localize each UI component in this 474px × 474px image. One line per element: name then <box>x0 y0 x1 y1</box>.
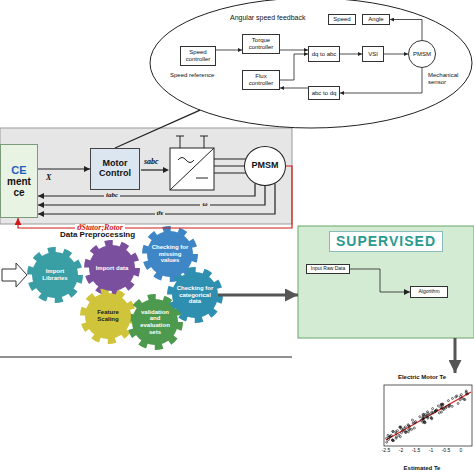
node-label: SUPERVISED <box>329 231 443 252</box>
node-label: Torque controller <box>243 37 279 50</box>
node-label: abc to dq <box>312 90 337 97</box>
motor-circle: PMSM <box>244 146 286 186</box>
motor-circle: PMSM <box>408 40 436 68</box>
panel-ground <box>298 226 474 338</box>
axis-tick: -1 <box>429 448 433 454</box>
connector <box>280 54 308 80</box>
node-label: Algorithm <box>418 289 439 295</box>
callout-ellipse-outline <box>150 0 472 128</box>
inverter-symbol <box>170 136 214 190</box>
result-plot: Electric Motor Te Estimated Te <box>372 373 472 473</box>
connector <box>350 269 410 292</box>
connector <box>115 110 200 148</box>
axis-tick: -0.5 <box>442 448 451 454</box>
model-panel: SUPERVISED Input Raw DataAlgorithm <box>298 226 474 338</box>
interface-box: CEment ce <box>0 144 38 218</box>
node-label: PMSM <box>252 161 279 171</box>
gear-teeth <box>130 297 180 347</box>
sensor-label: Mechanical sensor <box>428 72 460 85</box>
connector <box>454 338 457 373</box>
motor-control-box: Motor Control <box>90 148 140 190</box>
signal-label: sabc <box>144 158 159 167</box>
signal-label: Speed reference <box>170 72 214 79</box>
node-label: Input Raw Data <box>311 266 345 272</box>
scatter-points <box>386 390 469 443</box>
node-label: Speed controller <box>181 49 215 62</box>
signal-label: ϑStator;Rotor <box>75 224 125 233</box>
transform-block: dq to abc <box>308 46 340 62</box>
process-gear: Checking for categorical data <box>172 272 218 318</box>
signal-arrow <box>141 167 169 173</box>
connector <box>280 88 308 89</box>
controller-block: Torque controller <box>242 34 280 54</box>
connector <box>340 68 422 93</box>
process-gear: validation and evaluation sets <box>132 299 178 345</box>
inverter-block: VSI <box>362 46 384 62</box>
gear-teeth <box>30 250 80 300</box>
process-gear: Checking for missing values <box>147 231 193 277</box>
gear-teeth <box>87 243 137 293</box>
connector <box>384 54 408 55</box>
node-label: Electric Motor Te <box>398 374 446 381</box>
axis-tick: -2.5 <box>382 448 391 454</box>
connector <box>38 184 255 196</box>
callout-ellipse: Angular speed feedbackSpeed controller To… <box>150 0 472 128</box>
separator-line <box>0 357 292 358</box>
node-label: Angle <box>368 16 383 23</box>
process-gear: Feature Scaling <box>85 293 131 339</box>
connector <box>280 50 308 51</box>
controller-block: Flux controller <box>242 70 280 90</box>
node-label: VSI <box>368 51 378 58</box>
connector <box>218 294 298 297</box>
process-gear: Import Libraries <box>32 252 78 298</box>
process-gear: Import data <box>89 245 135 291</box>
node-label: Speed <box>333 16 350 23</box>
signal-block: Angle <box>362 14 390 25</box>
connector <box>38 168 90 169</box>
axis-tick: -1.5 <box>412 448 421 454</box>
gear-teeth <box>145 229 195 279</box>
connector <box>340 54 362 55</box>
axis-tick: -2 <box>399 448 403 454</box>
node-text: ment ce <box>1 176 37 198</box>
node-label: Motor Control <box>91 159 139 179</box>
connector <box>390 20 422 41</box>
input-arrow <box>2 263 27 287</box>
node-label: Feature Scaling <box>89 309 127 322</box>
phase-wires <box>214 159 247 173</box>
system-band <box>0 128 292 224</box>
connector <box>216 50 242 51</box>
signal-label: X <box>46 174 51 183</box>
transform-block: abc to dq <box>308 86 340 100</box>
data-box: Input Raw Data <box>306 264 350 274</box>
plot-axes <box>384 385 472 446</box>
connector <box>38 186 265 205</box>
node-label: Checking for missing values <box>151 244 189 264</box>
node-label: Checking for categorical data <box>176 285 214 305</box>
gear-teeth <box>83 291 133 341</box>
node-text: Estimated Te <box>404 465 441 472</box>
node-label: validation and evaluation sets <box>136 309 174 335</box>
algorithm-box: Algorithm <box>410 286 448 298</box>
node-label: Import Libraries <box>36 268 74 281</box>
axis-tick: 0 <box>460 448 463 454</box>
node-label: CE <box>11 164 26 176</box>
signal-label: ϑε <box>155 210 166 218</box>
signal-label: iabc <box>104 192 120 200</box>
node-label: Import data <box>96 265 129 272</box>
node-label: Flux controller <box>243 73 279 86</box>
node-label: dq to abc <box>312 51 337 58</box>
controller-block: Speed controller <box>180 46 216 66</box>
signal-label: ω <box>200 201 209 209</box>
signal-block: Speed <box>328 14 356 25</box>
node-label: Angular speed feedback <box>230 14 306 22</box>
node-label: PMSM <box>413 51 431 58</box>
